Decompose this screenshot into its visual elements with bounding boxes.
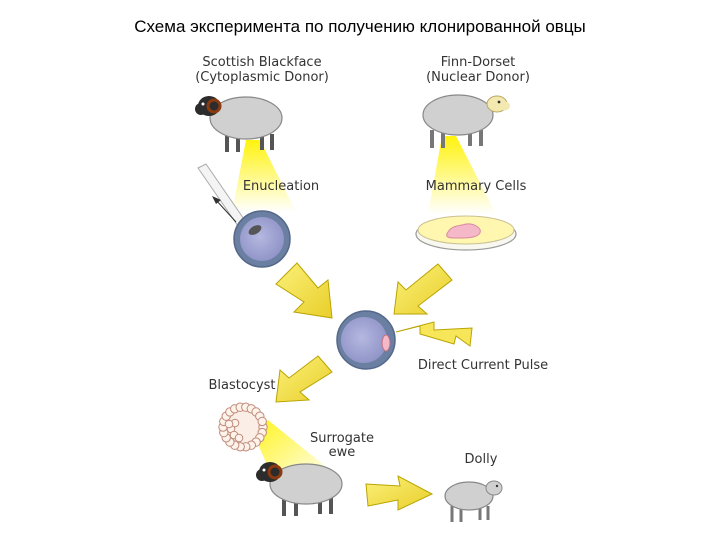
arrow-fusion-to-blastocyst xyxy=(275,355,333,403)
cytoplasmic-donor-name: Scottish Blackface xyxy=(202,55,321,70)
dolly-label: Dolly xyxy=(465,452,498,467)
page-title: Схема эксперимента по получению клониров… xyxy=(134,17,586,36)
cytoplasmic-donor-role: (Cytoplasmic Donor) xyxy=(195,70,329,85)
enucleated-egg-icon xyxy=(233,210,291,268)
petri-dish-icon xyxy=(415,215,517,251)
fused-cell-icon xyxy=(336,310,396,370)
dolly-lamb-icon xyxy=(444,480,503,522)
blackface-sheep-icon xyxy=(195,96,283,152)
arrow-egg-to-fusion xyxy=(275,262,333,319)
surrogate-label-line2: ewe xyxy=(329,445,356,460)
nuclear-donor-role: (Nuclear Donor) xyxy=(426,70,530,85)
arrow-surrogate-to-dolly xyxy=(365,475,434,511)
nucleus-removal-arrow-icon xyxy=(212,196,237,223)
beam-from-finn-dorset xyxy=(428,136,496,214)
nuclear-donor-name: Finn-Dorset xyxy=(441,55,516,70)
blastocyst-icon xyxy=(218,402,268,452)
blastocyst-label: Blastocyst xyxy=(208,378,275,393)
surrogate-ewe-sheep-icon xyxy=(256,462,343,516)
surrogate-label-line1: Surrogate xyxy=(310,431,374,446)
beam-from-blackface xyxy=(232,140,296,212)
enucleation-label: Enucleation xyxy=(243,179,319,194)
finn-dorset-sheep-icon xyxy=(422,94,510,148)
arrow-cells-to-fusion xyxy=(393,263,453,315)
lightning-bolt-icon xyxy=(395,321,473,347)
mammary-cells-label: Mammary Cells xyxy=(426,179,527,194)
direct-current-pulse-label: Direct Current Pulse xyxy=(418,358,548,373)
